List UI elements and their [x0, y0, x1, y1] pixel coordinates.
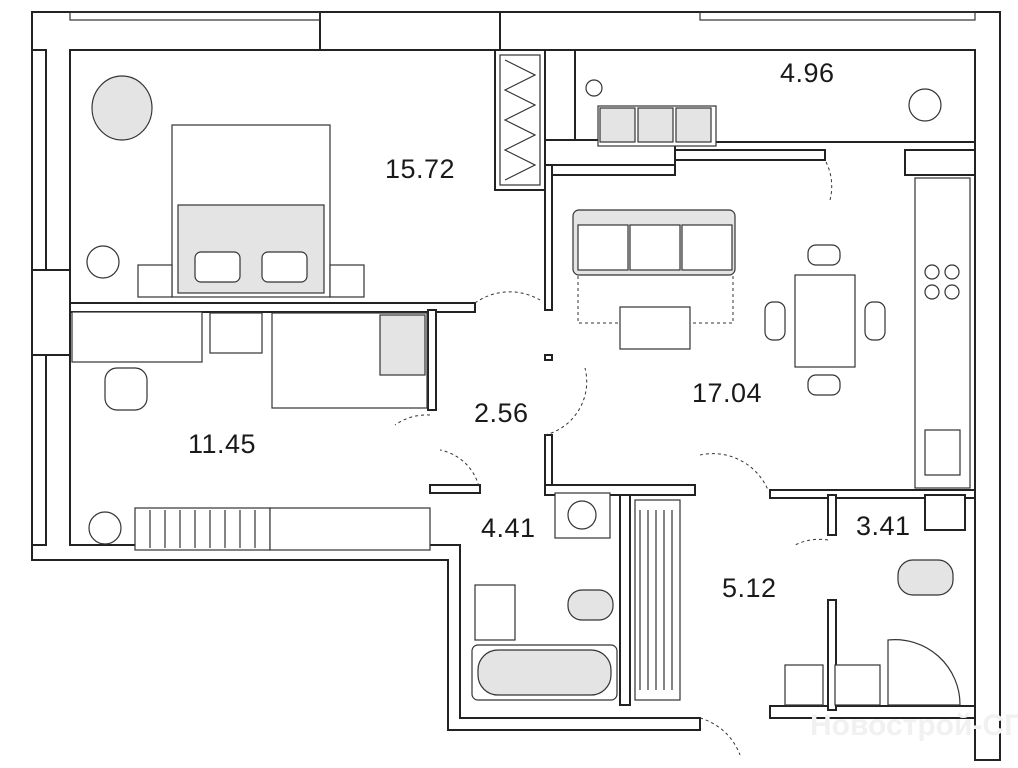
living-furniture — [572, 177, 971, 489]
room-area-second-bedroom: 11.45 — [188, 429, 256, 459]
balcony-furniture — [585, 79, 717, 147]
plant-icons — [86, 88, 942, 545]
watermark: Новострой-СПб — [810, 709, 1018, 742]
room-area-corridor: 5.12 — [722, 573, 777, 603]
bed — [137, 124, 365, 298]
room-area-bathroom: 4.41 — [481, 513, 536, 543]
outer-walls — [31, 11, 1001, 761]
doors — [394, 159, 833, 756]
room-area-balcony: 4.96 — [780, 58, 835, 88]
room-area-hall: 2.56 — [474, 398, 529, 428]
room-area-bedroom: 15.72 — [385, 154, 455, 184]
room-area-living-kitchen: 17.04 — [692, 378, 762, 408]
room-area-shower-room: 3.41 — [856, 511, 911, 541]
desk — [71, 311, 428, 411]
wardrobes — [134, 54, 681, 701]
bathroom-fixtures — [471, 492, 961, 706]
rug — [91, 75, 153, 141]
